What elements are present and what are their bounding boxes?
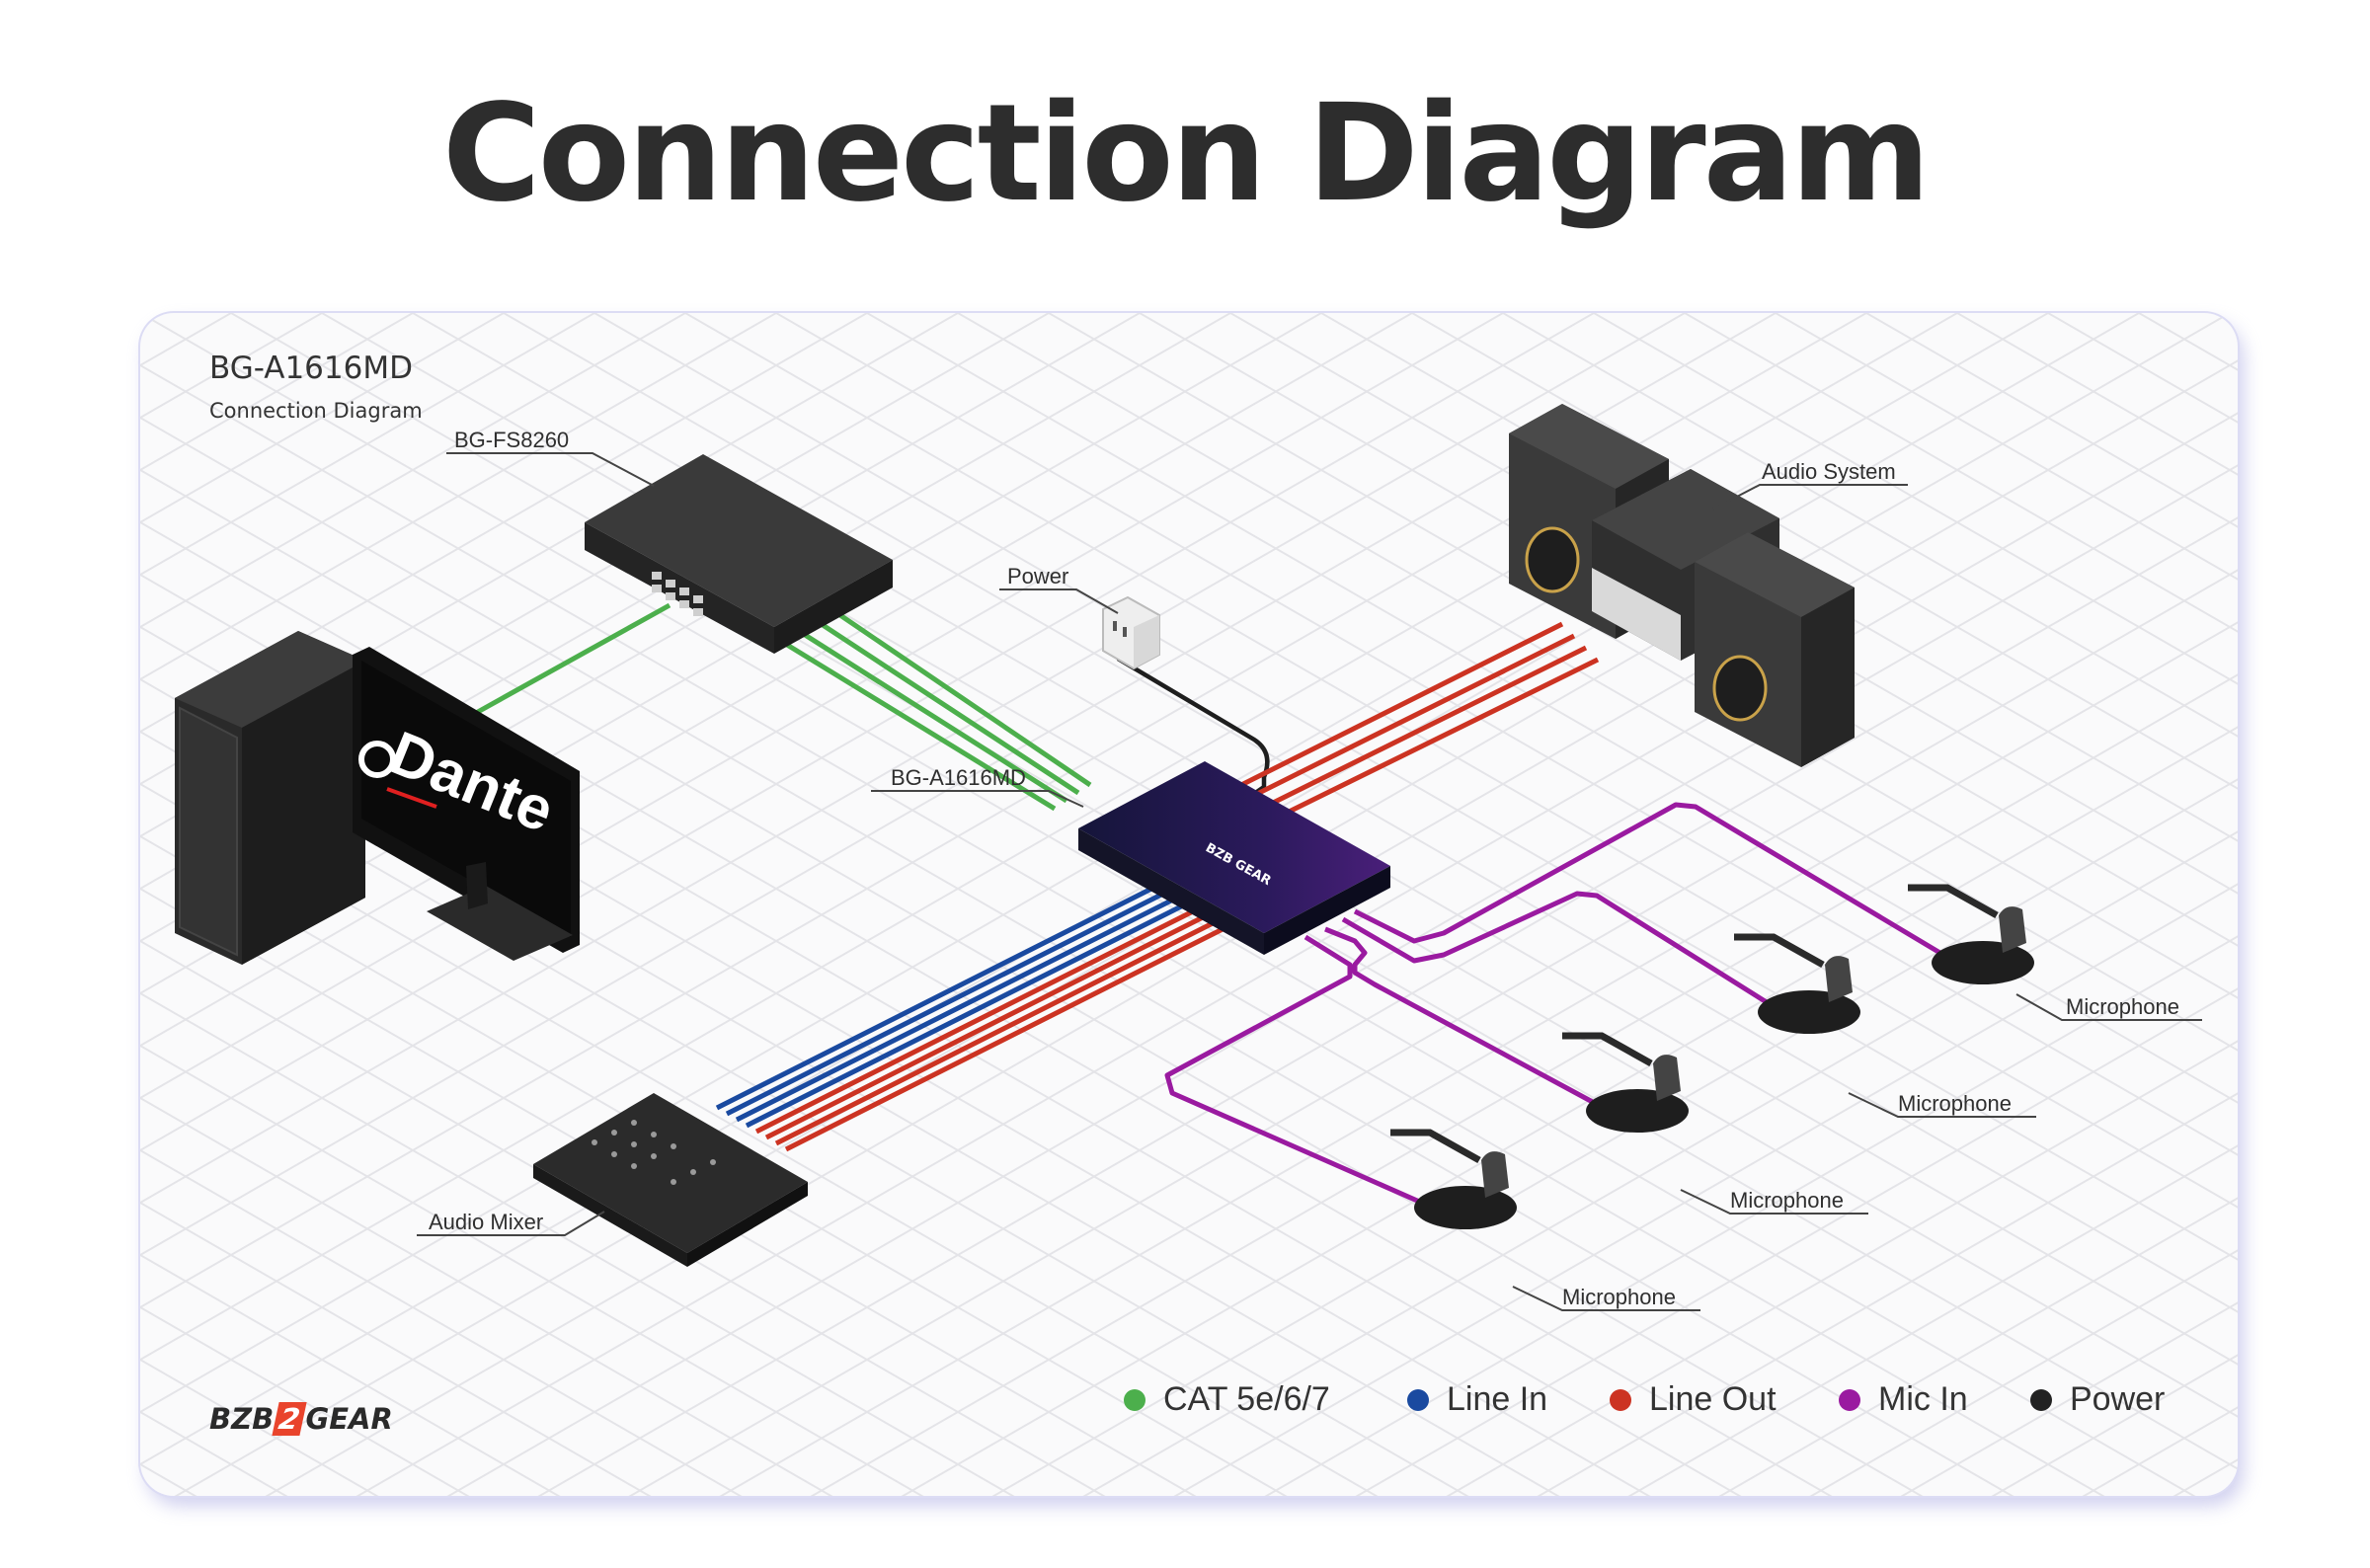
- diagram-card: BG-A1616MD Connection Diagram: [140, 313, 2238, 1496]
- main-device: BZB GEAR: [1078, 761, 1390, 955]
- dante-mark-icon: [358, 741, 396, 778]
- legend-cat-label: CAT 5e/6/7: [1163, 1380, 1330, 1418]
- dante-underline: [386, 787, 437, 809]
- microphone-4: [1390, 1129, 1517, 1229]
- legend-mic-in: Mic In: [1839, 1380, 1968, 1419]
- audio-system: [1509, 404, 1855, 767]
- legend-power-label: Power: [2070, 1380, 2166, 1418]
- legend-line-out: Line Out: [1610, 1380, 1777, 1419]
- logo-left: BZB: [209, 1402, 275, 1436]
- legend-power: Power: [2030, 1380, 2165, 1419]
- leader-lines: [417, 452, 2202, 1311]
- legend-line-in: Line In: [1407, 1380, 1547, 1419]
- legend-mic-in-dot: [1839, 1388, 1860, 1411]
- label-device: BG-A1616MD: [891, 765, 1026, 790]
- label-microphone-3: Microphone: [1730, 1188, 1844, 1213]
- label-microphone-2: Microphone: [1898, 1091, 2012, 1116]
- legend-line-out-dot: [1610, 1388, 1631, 1411]
- legend-line-in-label: Line In: [1447, 1380, 1548, 1418]
- label-microphone-4: Microphone: [1562, 1285, 1676, 1309]
- legend-line-in-dot: [1407, 1388, 1429, 1411]
- network-switch: [585, 454, 893, 654]
- diagram-subtitle: Connection Diagram: [209, 399, 423, 423]
- legend-mic-in-label: Mic In: [1878, 1380, 1968, 1418]
- legend-line-out-label: Line Out: [1649, 1380, 1777, 1418]
- power-outlet: [1102, 595, 1160, 670]
- audio-mixer: [533, 1093, 808, 1267]
- label-switch: BG-FS8260: [454, 428, 569, 452]
- microphone-3: [1562, 1032, 1689, 1133]
- power-cable: [1116, 657, 1270, 807]
- label-power: Power: [1007, 564, 1068, 588]
- line-out-audio-cables: [1239, 621, 1600, 823]
- label-audio-system: Audio System: [1762, 459, 1896, 484]
- microphone-2: [1734, 933, 1860, 1034]
- mic-in-cables: [1164, 802, 1945, 1207]
- logo-mid: 2: [272, 1402, 308, 1436]
- computer-tower: [175, 631, 365, 965]
- line-out-mixer-cables: [754, 902, 1236, 1152]
- model-title: BG-A1616MD: [209, 351, 413, 386]
- logo-right: GEAR: [305, 1402, 393, 1436]
- microphone-1: [1908, 884, 2034, 984]
- legend-power-dot: [2030, 1388, 2052, 1411]
- legend-cat-dot: [1124, 1388, 1146, 1411]
- line-in-cables: [715, 879, 1197, 1129]
- label-mixer: Audio Mixer: [429, 1210, 543, 1234]
- connection-diagram: BG-A1616MD Connection Diagram: [140, 313, 2238, 1496]
- page-title: Connection Diagram: [441, 76, 1931, 232]
- legend-cat: CAT 5e/6/7: [1124, 1380, 1330, 1419]
- label-microphone-1: Microphone: [2066, 994, 2179, 1019]
- cat-cables: [474, 602, 1092, 812]
